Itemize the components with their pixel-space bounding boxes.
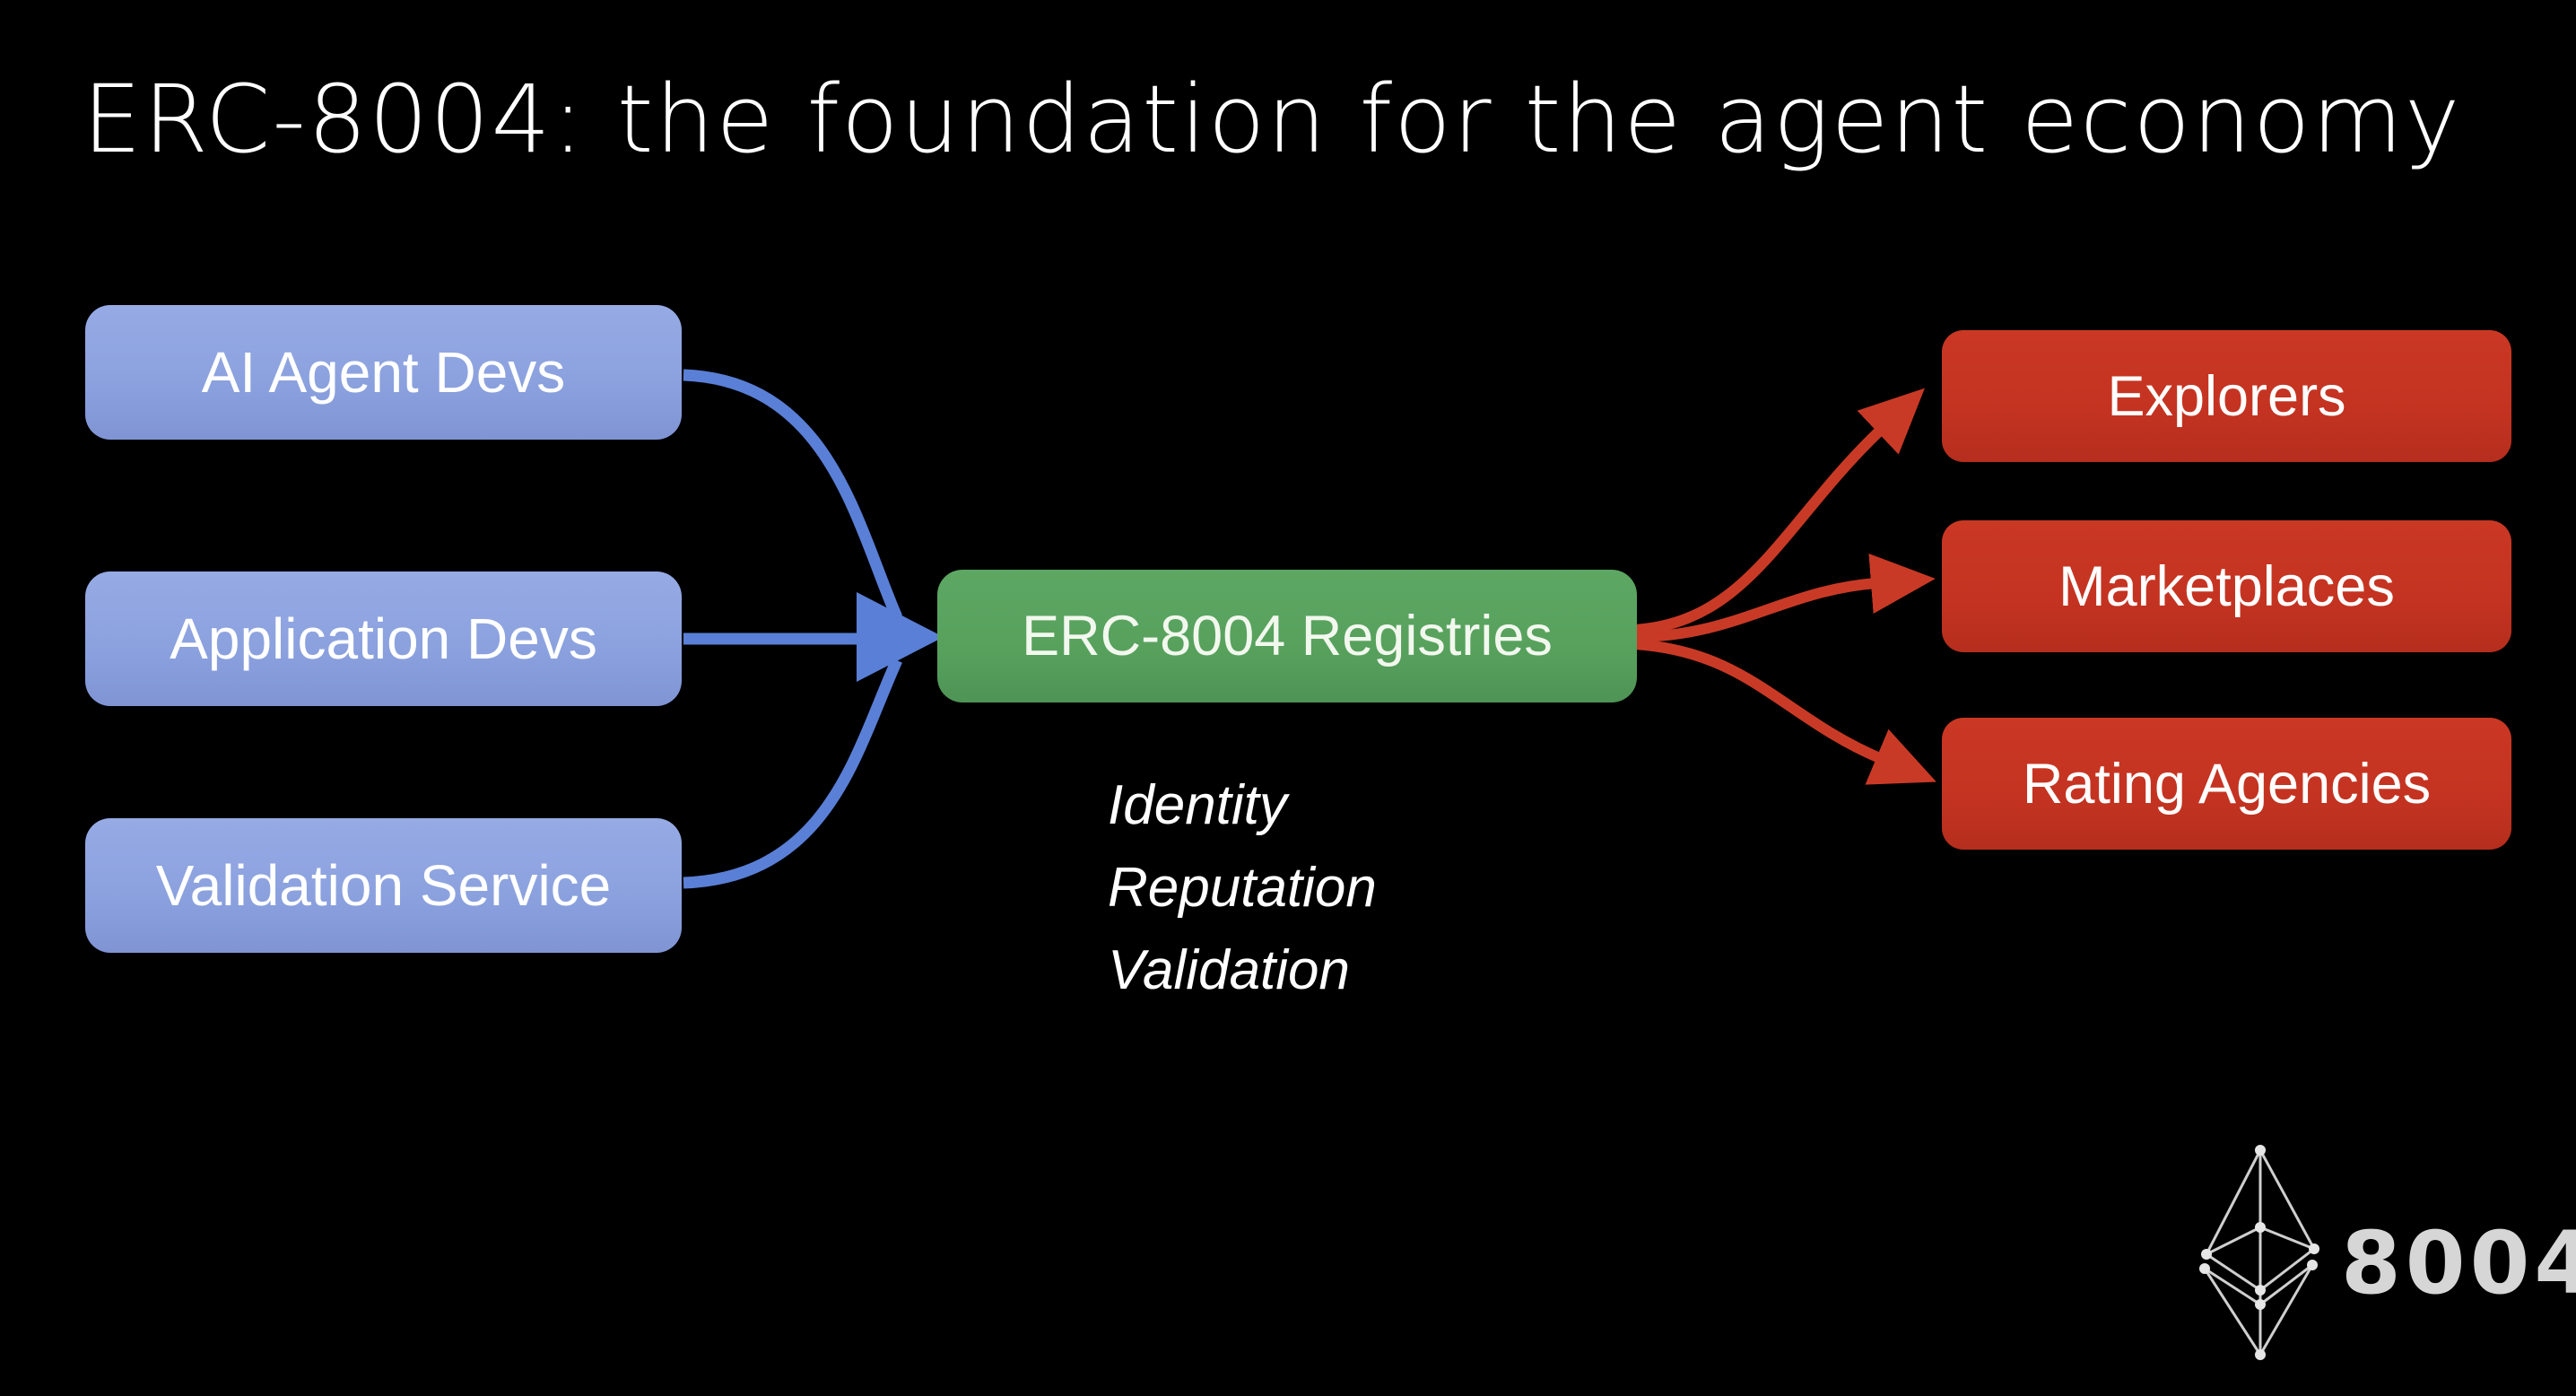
registry-sublabels: Identity Reputation Validation [1108, 764, 1377, 1012]
sublabel-validation: Validation [1108, 939, 1351, 1001]
sublabel-identity: Identity [1108, 774, 1287, 836]
box-explorers: Explorers [1942, 330, 2511, 462]
box-erc-8004-registries: ERC-8004 Registries [937, 570, 1637, 702]
box-erc-8004-registries-label: ERC-8004 Registries [1022, 605, 1553, 667]
blue-arrowhead [857, 592, 944, 682]
arrow-registries-to-explorers [1633, 388, 1925, 635]
box-marketplaces-label: Marketplaces [2058, 554, 2395, 618]
sublabel-reputation: Reputation [1108, 857, 1377, 919]
slide-title: ERC-8004: the foundation for the agent e… [83, 65, 2462, 174]
arrow-ai-agent-devs-to-registries [683, 369, 902, 620]
arrow-registries-to-marketplaces [1633, 553, 1936, 642]
ethereum-wireframe-icon [2199, 1145, 2319, 1360]
box-marketplaces: Marketplaces [1942, 520, 2511, 652]
logo-number: 8004 [2341, 1213, 2576, 1313]
box-ai-agent-devs: AI Agent Devs [85, 305, 682, 440]
source-arrows [683, 369, 902, 889]
box-ai-agent-devs-label: AI Agent Devs [201, 340, 566, 405]
box-application-devs-label: Application Devs [170, 606, 597, 671]
arrow-validation-service-to-registries [683, 658, 902, 889]
footer-logo [2196, 1141, 2326, 1365]
box-validation-service-label: Validation Service [155, 853, 612, 918]
box-validation-service: Validation Service [85, 818, 682, 953]
box-rating-agencies-label: Rating Agencies [2022, 752, 2432, 816]
box-application-devs: Application Devs [85, 571, 682, 706]
box-explorers-label: Explorers [2107, 364, 2346, 428]
box-rating-agencies: Rating Agencies [1942, 718, 2511, 850]
arrow-registries-to-rating-agencies [1633, 639, 1936, 785]
consumer-arrows [1633, 388, 1936, 785]
